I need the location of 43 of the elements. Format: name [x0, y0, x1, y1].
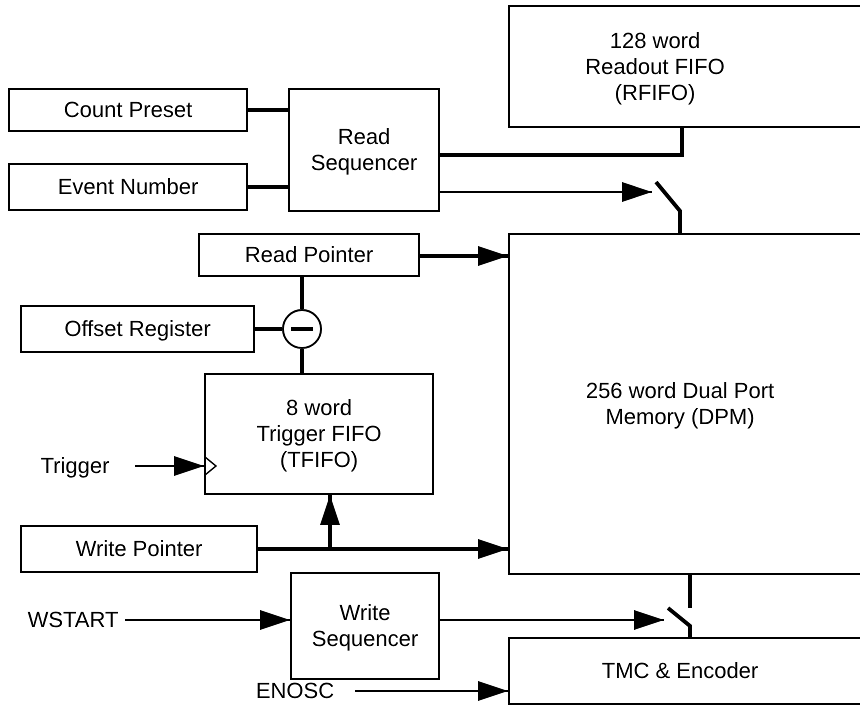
signal-label: Trigger	[40, 453, 110, 479]
register-box	[20, 525, 258, 573]
arrow	[135, 456, 204, 476]
box-label: Event Number	[58, 174, 198, 200]
connector-line	[248, 108, 288, 112]
register-box	[198, 233, 420, 277]
connector-line	[248, 185, 288, 189]
fifo-box	[204, 373, 434, 495]
connector-line	[440, 128, 684, 157]
encoder-box	[508, 637, 860, 705]
arrow	[440, 182, 652, 202]
arrow	[355, 681, 508, 701]
connector-line	[688, 630, 692, 637]
signal-label: WSTART	[28, 607, 118, 633]
switch-symbol	[652, 182, 684, 215]
box-label: 8 word Trigger FIFO (TFIFO)	[255, 395, 383, 473]
connector-line	[688, 575, 692, 608]
sequencer-box	[290, 572, 440, 680]
box-label: Read Sequencer	[310, 124, 418, 176]
connector-line	[678, 215, 682, 233]
register-box	[20, 305, 255, 353]
switch-symbol	[664, 608, 694, 630]
box-label: 256 word Dual Port Memory (DPM)	[584, 378, 776, 430]
box-label: 128 word Readout FIFO (RFIFO)	[584, 28, 726, 106]
signal-label: ENOSC	[256, 678, 334, 704]
arrow	[125, 610, 290, 630]
box-label: TMC & Encoder	[600, 658, 760, 684]
arrow	[420, 246, 508, 266]
register-box	[8, 88, 248, 132]
arrow	[440, 610, 664, 630]
box-label: Count Preset	[64, 97, 192, 123]
box-label: Write Pointer	[76, 536, 202, 562]
box-label: Offset Register	[64, 316, 211, 342]
connector-line	[300, 349, 304, 373]
connector-line	[255, 327, 282, 331]
connector-line	[300, 277, 304, 309]
memory-box	[508, 233, 860, 575]
subtractor-circle	[282, 309, 322, 349]
register-box	[8, 163, 248, 211]
fifo-box	[508, 5, 860, 128]
box-label: Write Sequencer	[310, 600, 420, 652]
sequencer-box	[288, 88, 440, 212]
box-label: Read Pointer	[244, 242, 374, 268]
